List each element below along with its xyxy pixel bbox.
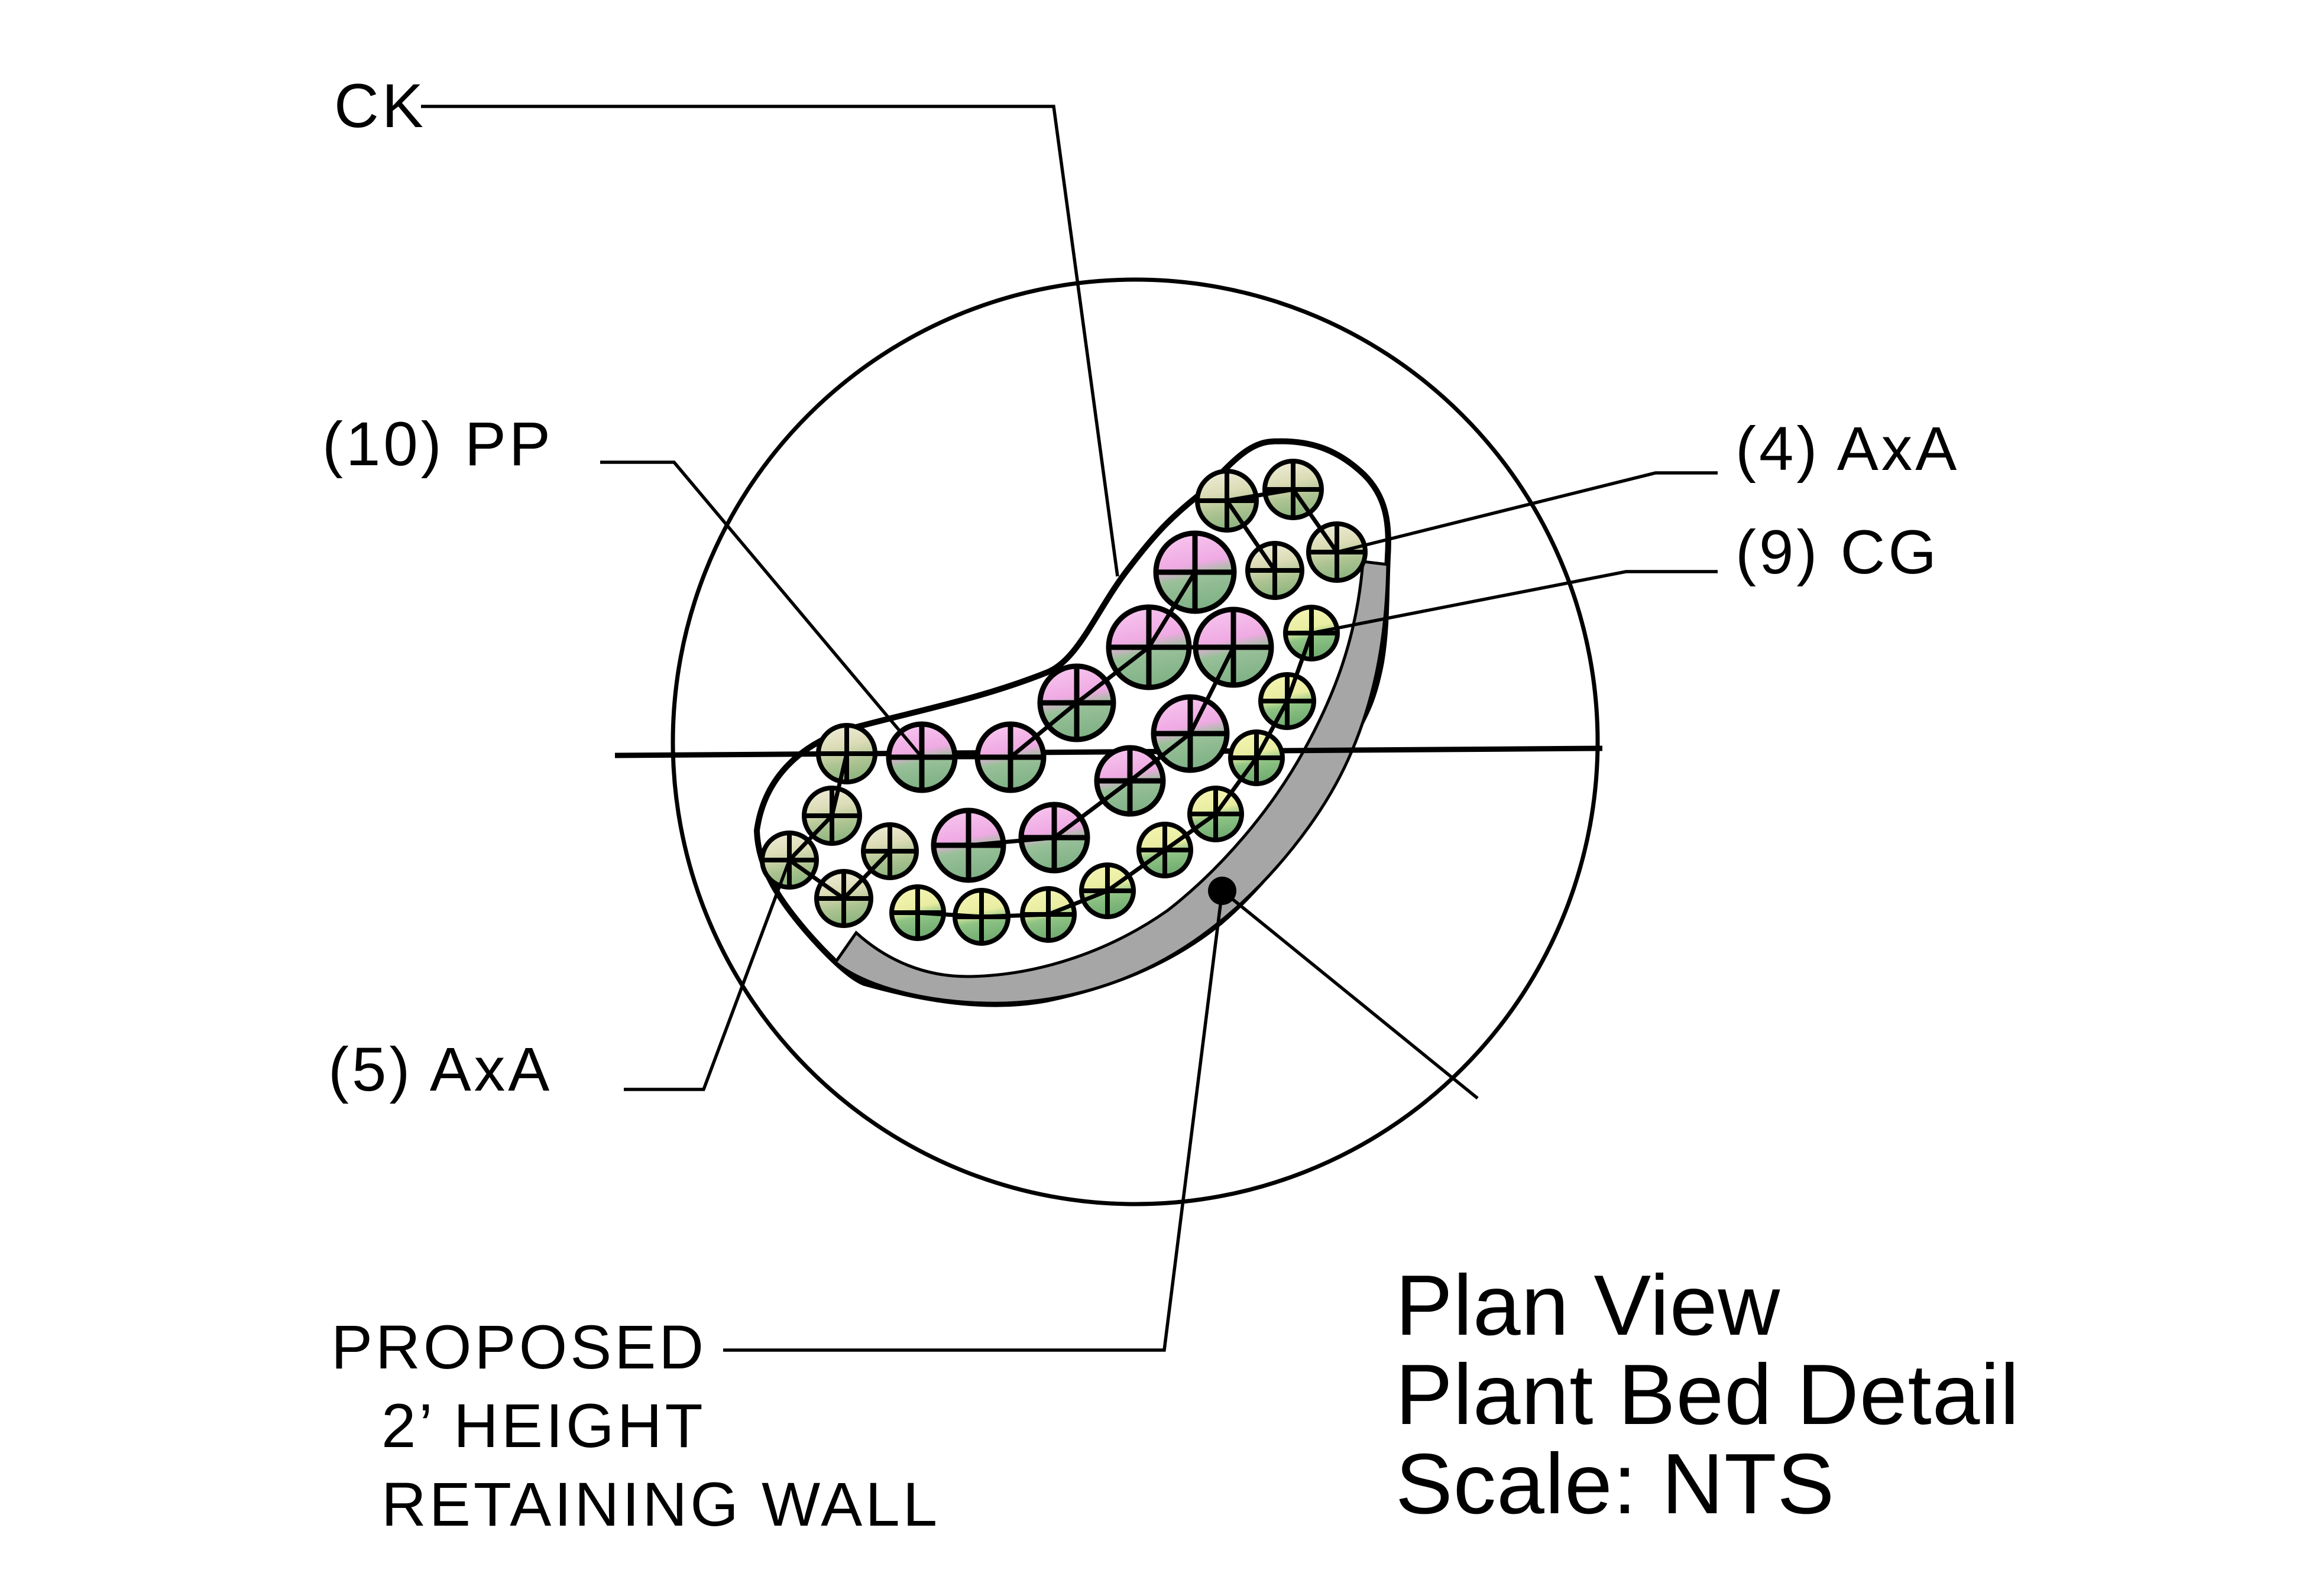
label-pp: (10) PP xyxy=(322,410,553,479)
leader-lines-layer xyxy=(421,105,1718,1352)
plant-group-connector xyxy=(922,645,1151,760)
leader-axa4 xyxy=(1336,471,1718,554)
plant-group-connector xyxy=(917,632,1314,919)
label-proposed-line2: 2’ HEIGHT xyxy=(381,1391,706,1461)
label-axa4: (4) AxA xyxy=(1735,414,1960,484)
section-line-horizontal xyxy=(614,745,1603,758)
leader-axa5 xyxy=(624,859,791,1091)
wall-reference-dot xyxy=(1208,877,1236,905)
plant-group-connector xyxy=(1225,499,1277,572)
title-plan-view: Plan View xyxy=(1395,1257,1780,1353)
leader-pp xyxy=(600,460,924,758)
leader-proposed xyxy=(723,890,1224,1352)
label-axa5: (5) AxA xyxy=(328,1035,552,1104)
leader-ck xyxy=(421,105,1119,577)
title-plant-bed-detail: Plant Bed Detail xyxy=(1395,1347,2020,1442)
leader-wall-cut xyxy=(1221,889,1479,1100)
property-circle-outline xyxy=(671,277,1600,1206)
plant-symbol-cg xyxy=(1228,729,1285,786)
leader-cg9 xyxy=(1311,570,1718,635)
label-ck: CK xyxy=(334,72,426,141)
label-proposed-line1: PROPOSED xyxy=(331,1313,707,1382)
plant-group-connector xyxy=(1226,487,1339,554)
label-proposed-line3: RETAINING WALL xyxy=(381,1470,940,1539)
retaining-wall-band xyxy=(833,560,1390,1005)
title-scale-nts: Scale: NTS xyxy=(1395,1436,1835,1532)
label-cg9: (9) CG xyxy=(1735,518,1939,587)
